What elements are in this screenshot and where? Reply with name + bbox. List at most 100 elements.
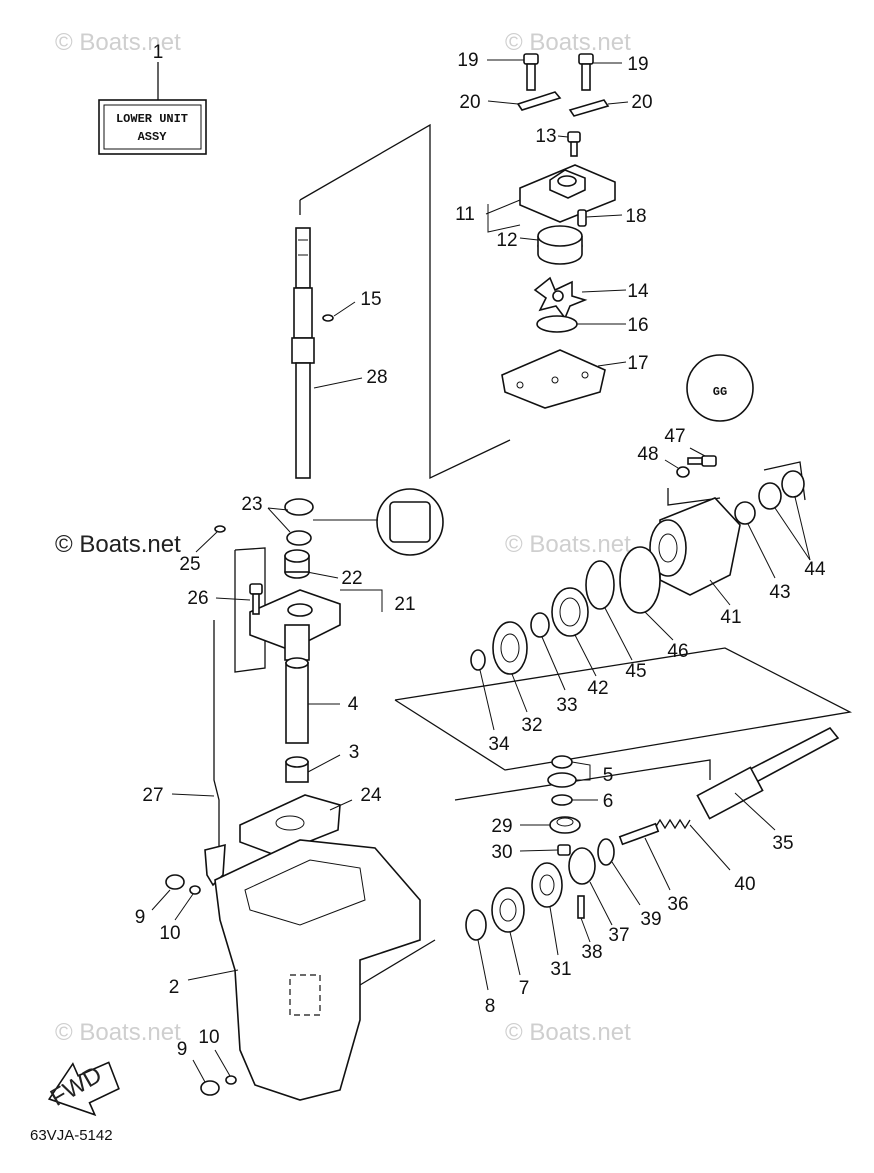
- bearing-23: [284, 498, 314, 546]
- part-label: 19: [457, 50, 478, 71]
- bearing-5: [547, 755, 577, 788]
- plate-20-left: [516, 91, 562, 111]
- tube-4: [285, 657, 309, 744]
- watermark: © Boats.net: [55, 29, 181, 56]
- part-label: 31: [550, 959, 571, 980]
- part-label: 38: [581, 942, 602, 963]
- pinion-29: [549, 816, 581, 834]
- part-label: 45: [625, 661, 646, 682]
- housing-21: [249, 589, 341, 661]
- part-label: 34: [488, 734, 510, 755]
- bolt-47: [687, 455, 717, 467]
- o-ring-46: [619, 546, 661, 614]
- grease-icon: [376, 488, 444, 556]
- part-label: 2: [169, 977, 180, 998]
- part-label: 39: [640, 909, 661, 930]
- part-label: 36: [667, 894, 688, 915]
- part-label: 27: [142, 785, 163, 806]
- part-label: 29: [491, 816, 512, 837]
- shift-rod-27: [204, 620, 226, 887]
- part-label: 46: [667, 641, 688, 662]
- part-label: 7: [519, 978, 530, 999]
- shim-34: [470, 649, 486, 671]
- part-label: 28: [366, 367, 387, 388]
- part-label: 44: [804, 559, 826, 580]
- shim-8: [465, 909, 487, 941]
- watermark: © Boats.net: [55, 531, 181, 558]
- part-number-labels: 1 19 19 20 20 13 11 18 12 14 16 17 15 28…: [135, 42, 826, 1060]
- part-label: 10: [198, 1027, 219, 1048]
- part-label: 26: [187, 588, 208, 609]
- spring-40: [654, 818, 691, 830]
- shim-6: [551, 794, 573, 806]
- part-label: 8: [485, 996, 496, 1017]
- part-label: 14: [627, 281, 649, 302]
- part-label: 16: [627, 315, 648, 336]
- plate-20-right: [568, 99, 610, 117]
- gasket-24: [239, 794, 341, 856]
- watermark: © Boats.net: [55, 1019, 181, 1046]
- pin-18: [577, 209, 587, 227]
- propeller-shaft-35: [696, 726, 840, 820]
- needle-bearing-43: [734, 501, 756, 525]
- part-label: 15: [360, 289, 381, 310]
- dowel-25: [214, 525, 226, 533]
- part-label: 41: [720, 607, 741, 628]
- outer-plate-17: [501, 349, 606, 409]
- part-label: 48: [637, 444, 658, 465]
- grease-symbol: GG: [713, 385, 727, 399]
- clip-39: [597, 838, 615, 866]
- part-label: 17: [627, 353, 648, 374]
- pin-15: [322, 314, 334, 322]
- drive-shaft-28: [291, 227, 315, 479]
- bolt-19-right: [578, 53, 594, 91]
- grease-icon: GG: [686, 354, 754, 422]
- gasket-10-top: [189, 885, 201, 895]
- gasket-10-bottom: [225, 1075, 237, 1085]
- part-label: 22: [341, 568, 362, 589]
- part-label: 5: [603, 765, 614, 786]
- drain-plug-9-bottom: [200, 1080, 220, 1096]
- part-label: 11: [455, 204, 475, 225]
- bearing-housing-41: [649, 497, 741, 596]
- part-label: 25: [179, 554, 200, 575]
- shim-45: [585, 560, 615, 610]
- part-label: 10: [159, 923, 180, 944]
- part-label: 4: [348, 694, 359, 715]
- tapered-bearing-7: [491, 887, 525, 933]
- part-label: 40: [734, 874, 755, 895]
- water-pump-housing-11: [519, 164, 616, 223]
- part-label: 13: [535, 126, 556, 147]
- part-label: 12: [496, 230, 517, 251]
- lower-unit-assy-callout: LOWER UNIT ASSY: [98, 62, 207, 155]
- watermark: © Boats.net: [505, 1019, 631, 1046]
- callout-line-1: LOWER UNIT: [116, 112, 188, 126]
- pin-38: [577, 895, 585, 919]
- bolt-26: [249, 583, 263, 615]
- part-label: 1: [153, 42, 164, 63]
- watermark: © Boats.net: [505, 531, 631, 558]
- oil-seal-44: [758, 470, 805, 510]
- part-label: 37: [608, 925, 629, 946]
- nut-30: [557, 844, 571, 856]
- screw-13: [567, 131, 581, 157]
- o-ring-16: [536, 315, 578, 333]
- lower-case-2: [214, 839, 421, 1101]
- part-label: 19: [627, 54, 648, 75]
- bushing-3: [285, 756, 309, 783]
- part-label: 21: [394, 594, 415, 615]
- leader-lines: [151, 59, 811, 1083]
- bushing-22: [284, 549, 310, 579]
- part-label: 23: [241, 494, 262, 515]
- part-label: 9: [177, 1039, 188, 1060]
- part-label: 24: [360, 785, 382, 806]
- fwd-arrow-icon: FWD: [46, 1061, 120, 1117]
- shim-33: [530, 612, 550, 638]
- part-label: 32: [521, 715, 542, 736]
- part-label: 6: [603, 791, 614, 812]
- part-label: 30: [491, 842, 512, 863]
- part-label: 3: [349, 742, 360, 763]
- callout-line-2: ASSY: [138, 130, 168, 144]
- insert-cartridge-12: [537, 225, 583, 265]
